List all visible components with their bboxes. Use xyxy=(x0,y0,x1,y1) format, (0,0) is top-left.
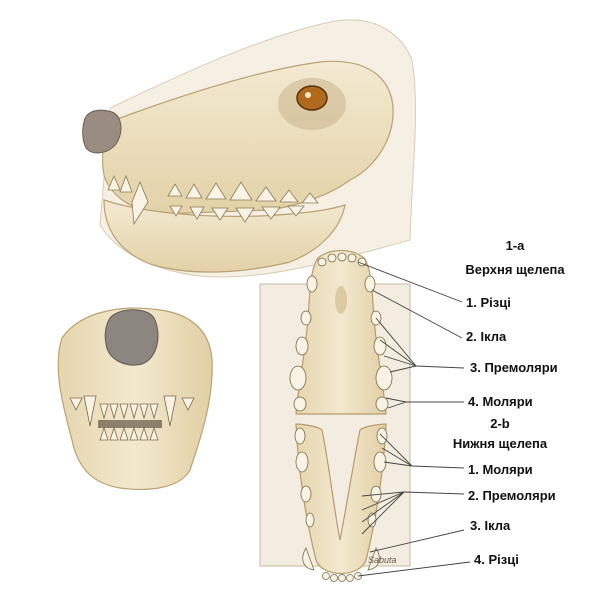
side-canine xyxy=(131,180,149,226)
nose xyxy=(82,109,122,154)
side-teeth xyxy=(107,174,319,226)
front-canine-left xyxy=(83,395,97,427)
upper-jaw-title: Верхня щелепа xyxy=(465,262,565,277)
lower-item-molars: 1. Моляри xyxy=(468,462,533,477)
front-teeth xyxy=(69,395,195,441)
front-skull xyxy=(57,307,213,490)
front-nose-cavity xyxy=(104,309,159,366)
artist-signature: Sabuta xyxy=(368,555,397,565)
lower-canine-right xyxy=(367,547,380,571)
lower-jaw-code: 2-b xyxy=(490,416,510,431)
lower-teeth xyxy=(294,427,388,582)
upper-jaw-code: 1-a xyxy=(505,238,525,253)
upper-jaw xyxy=(295,249,387,415)
lower-item-premolars: 2. Премоляри xyxy=(468,488,556,503)
lower-item-canines: 3. Ікла xyxy=(470,518,511,533)
lower-item-incisors: 4. Різці xyxy=(474,552,519,567)
lower-jaw-title: Нижня щелепа xyxy=(452,436,548,451)
upper-item-premolars: 3. Премоляри xyxy=(470,360,558,375)
front-skull-view xyxy=(57,307,213,490)
side-lower-jaw xyxy=(103,199,346,273)
jaws-panel xyxy=(259,249,411,582)
eye xyxy=(296,85,328,111)
leader-lines xyxy=(357,261,471,577)
front-canine-right xyxy=(163,395,177,427)
upper-item-incisors: 1. Різці xyxy=(466,295,511,310)
upper-item-molars: 4. Моляри xyxy=(468,394,533,409)
upper-item-canines: 2. Ікла xyxy=(466,329,507,344)
lower-jaw xyxy=(295,423,387,574)
side-head-view xyxy=(82,19,416,278)
lower-canine-left xyxy=(302,547,315,571)
